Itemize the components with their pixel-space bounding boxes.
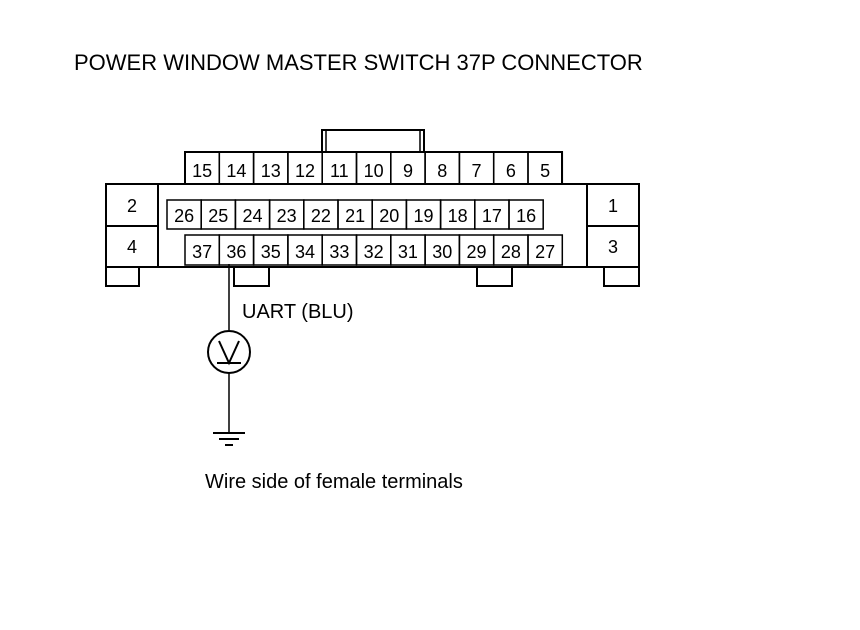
bottom-tab [105,266,140,287]
pin-label: 6 [506,161,516,181]
pin-label: 16 [516,206,536,226]
pin-label: 4 [127,237,137,257]
pin-row-middle: 26 25 24 23 22 21 20 19 18 17 16 [166,199,544,230]
pin-label: 28 [501,242,521,262]
pin-label: 18 [448,206,468,226]
bottom-tab [603,266,640,287]
diagram-title: POWER WINDOW MASTER SWITCH 37P CONNECTOR [74,50,643,75]
bottom-tab [476,266,513,287]
pin-label: 19 [413,206,433,226]
voltmeter-symbol [218,340,240,366]
pin-label: 26 [174,206,194,226]
bottom-tab [233,266,270,287]
pin-label: 32 [364,242,384,262]
pin-label: 23 [277,206,297,226]
pin-label: 11 [330,161,349,181]
pin-label: 12 [295,161,315,181]
pin-cell [527,151,564,185]
pin-label: 20 [379,206,399,226]
pin-label: 25 [208,206,228,226]
pin-label: 10 [364,161,384,181]
pin-label: 8 [437,161,447,181]
pin-row-top: 15 14 13 12 11 10 9 8 7 6 5 [184,151,564,185]
voltmeter-probe [207,264,251,446]
pin-cell [508,199,544,230]
wire-label: UART (BLU) [242,301,354,323]
pin-label: 30 [432,242,452,262]
pin-label: 7 [472,161,482,181]
pin-label: 27 [535,242,555,262]
ground-icon [213,432,245,446]
pin-label: 36 [226,242,246,262]
pin-label: 5 [540,161,550,181]
pin-label: 2 [127,196,137,216]
pin-label: 35 [261,242,281,262]
pin-label: 15 [192,161,212,181]
pin-label: 29 [467,242,487,262]
pin-label: 22 [311,206,331,226]
pin-label: 1 [608,196,618,216]
pin-label: 13 [261,161,281,181]
pin-row-bottom: 37 36 35 34 33 32 31 30 29 28 27 [184,234,564,266]
pin-label: 21 [345,206,365,226]
pin-label: 34 [295,242,315,262]
pin-label: 9 [403,161,413,181]
pin-label: 37 [192,242,212,262]
pin-label: 33 [329,242,349,262]
pin-label: 17 [482,206,502,226]
pin-label: 24 [242,206,262,226]
lock-tab [321,129,425,152]
pin-cell [527,234,564,266]
pin-label: 14 [226,161,246,181]
pin-label: 31 [398,242,418,262]
pin-label: 3 [608,237,618,257]
voltmeter-icon [207,330,251,374]
caption: Wire side of female terminals [205,471,463,493]
